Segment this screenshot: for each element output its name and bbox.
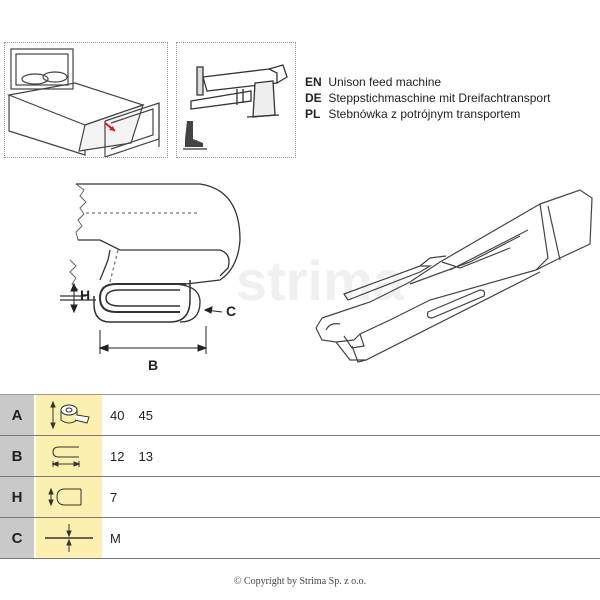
row-values: 40 45 <box>110 395 167 435</box>
row-values: 12 13 <box>110 436 167 476</box>
table-row-c: C M <box>0 518 600 559</box>
table-row-h: H 7 <box>0 477 600 518</box>
value-cell: 13 <box>138 448 153 464</box>
machine-illustration-panel <box>176 42 296 158</box>
specification-table: A 40 45 B <box>0 394 600 559</box>
lang-code: PL <box>305 107 321 121</box>
row-values: M <box>110 518 135 558</box>
value-cell: 40 <box>110 407 125 423</box>
tape-roll-width-icon <box>36 395 102 435</box>
lang-text: Unison feed machine <box>328 75 442 89</box>
value-cell: 12 <box>110 448 125 464</box>
row-letter: B <box>0 436 34 476</box>
value-cell: M <box>110 530 121 546</box>
dimension-b: B <box>98 326 208 373</box>
row-values: 7 <box>110 477 131 517</box>
value-cell: 7 <box>110 489 118 505</box>
binding-folder-3d <box>315 189 593 363</box>
table-row-b: B 12 13 <box>0 436 600 477</box>
sewing-machine-icon <box>183 64 288 150</box>
watermark: strima <box>236 249 405 312</box>
lang-text: Steppstichmaschine mit Dreifachtransport <box>328 91 551 105</box>
lang-code: EN <box>305 75 322 89</box>
dim-label-b: B <box>148 357 158 373</box>
bed-illustration <box>6 48 160 158</box>
dim-label-c: C <box>226 303 236 319</box>
dim-label-h: H <box>80 287 90 303</box>
lang-row-pl: PL Stebnówka z potrójnym transportem <box>305 106 550 122</box>
bed-illustration-panel <box>4 42 168 158</box>
value-cell: 45 <box>138 407 153 423</box>
fabric-cross-section <box>60 183 241 323</box>
machine-type-list: EN Unison feed machine DE Steppstichmasc… <box>305 74 550 122</box>
folder-technical-drawing: strima H C B <box>60 183 593 373</box>
copyright-text: © Copyright by Strima Sp. z o.o. <box>233 576 367 587</box>
row-letter: A <box>0 395 34 435</box>
material-thickness-icon <box>36 518 102 558</box>
row-letter: H <box>0 477 34 517</box>
presser-foot-icon <box>183 121 207 150</box>
lang-row-en: EN Unison feed machine <box>305 74 550 90</box>
row-letter: C <box>0 518 34 558</box>
dimension-h: H <box>70 282 90 314</box>
table-row-a: A 40 45 <box>0 394 600 436</box>
dimension-c: C <box>203 303 236 319</box>
folded-width-icon <box>36 436 102 476</box>
lang-row-de: DE Steppstichmaschine mit Dreifachtransp… <box>305 90 550 106</box>
folded-height-icon <box>36 477 102 517</box>
lang-text: Stebnówka z potrójnym transportem <box>328 107 521 121</box>
lang-code: DE <box>305 91 322 105</box>
